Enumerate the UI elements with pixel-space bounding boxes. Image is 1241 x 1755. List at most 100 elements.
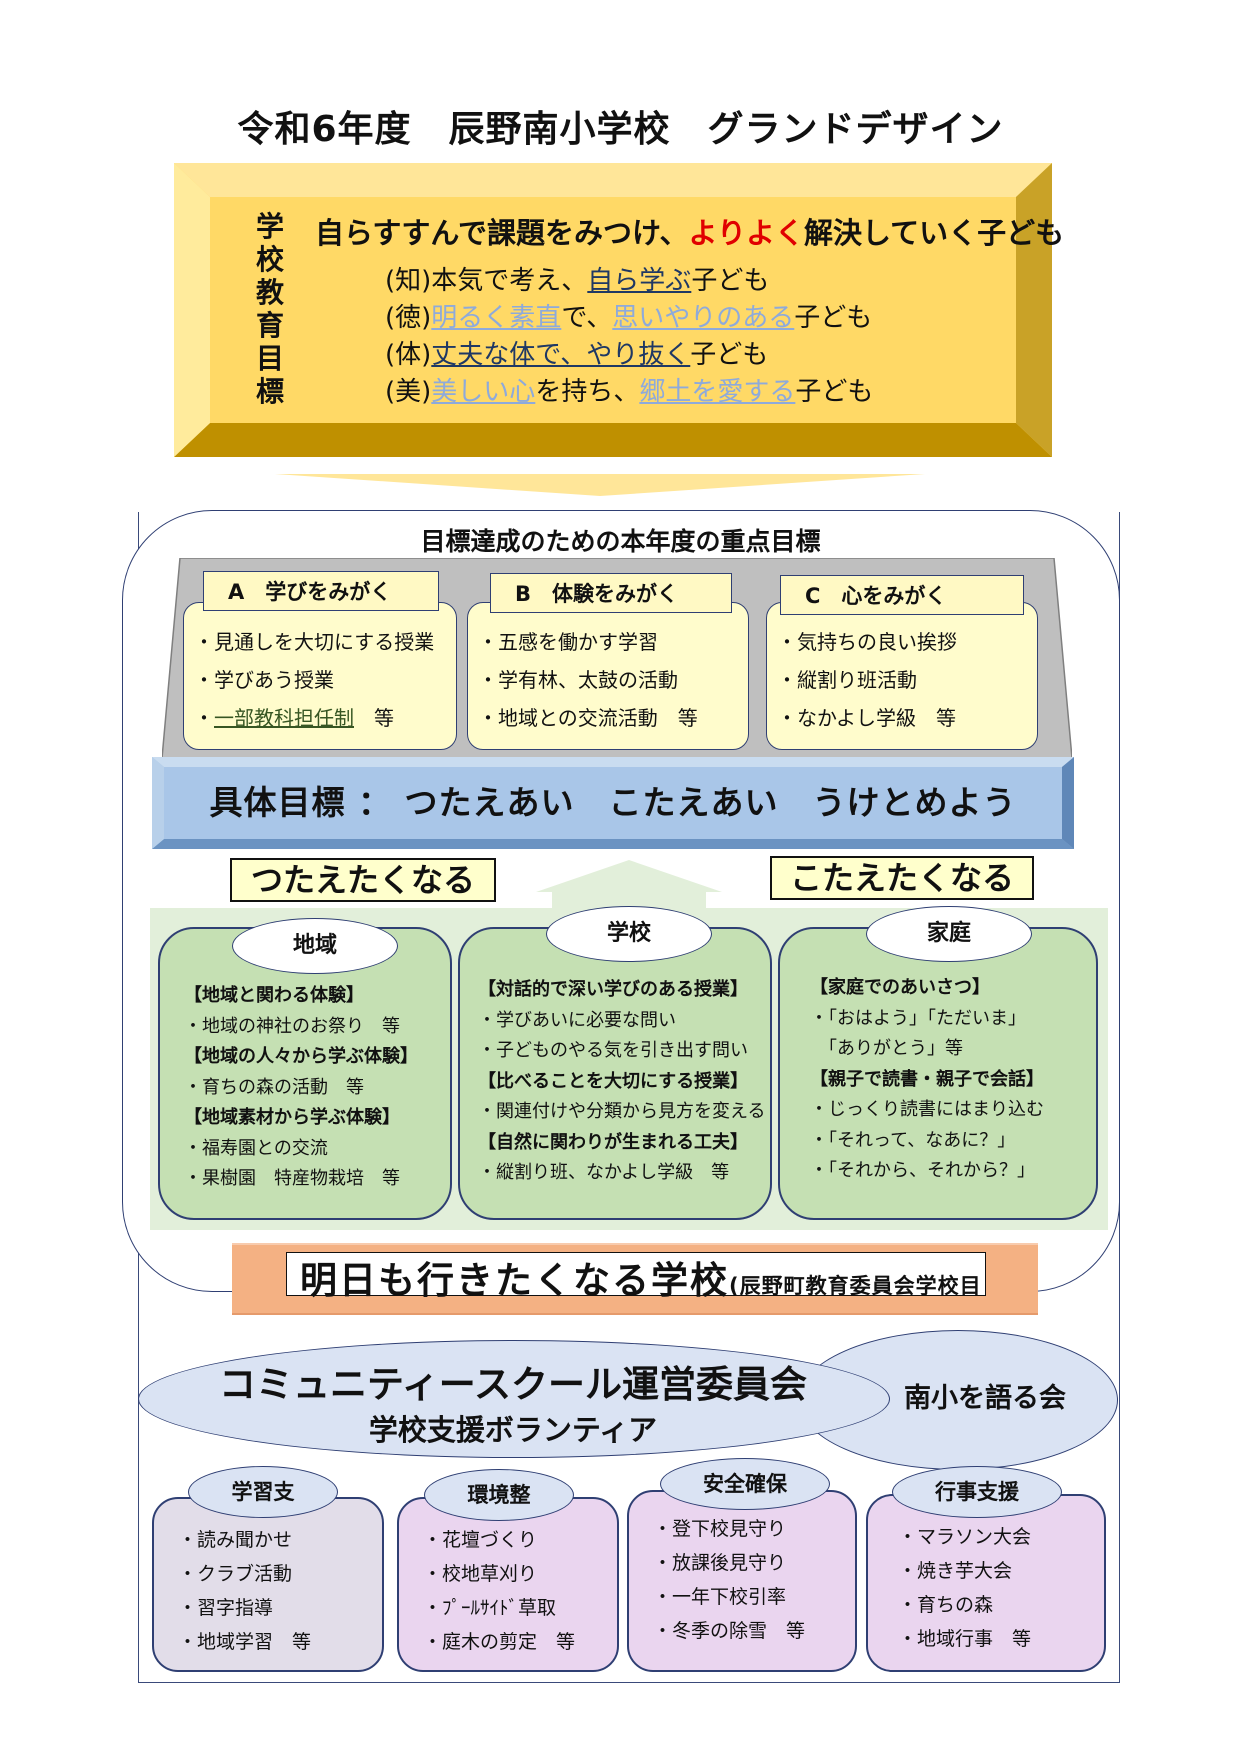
tag-kotaetaku: こたえたくなる	[770, 856, 1034, 900]
category-item: ・地域との交流活動 等	[478, 706, 698, 730]
category-item: ・一部教科担任制 等	[194, 706, 394, 730]
label-char: 校	[255, 243, 284, 276]
category-c-box: ・気持ちの良い挨拶 ・縦割り班活動 ・なかよし学級 等	[766, 602, 1038, 750]
support-item: ・放課後見守り	[653, 1552, 787, 1574]
area-heading: 【自然に関わりが生まれる工夫】	[478, 1131, 748, 1153]
community-school-oval	[138, 1340, 890, 1458]
sub-goal-suffix: 子ども	[795, 377, 874, 407]
kataru-kai-label: 南小を語る会	[904, 1383, 1066, 1414]
category-a-title: A 学びをみがく	[203, 571, 439, 611]
school-goal-frame	[174, 163, 1052, 457]
area-home-box: 【家庭でのあいさつ】 ・「おはよう」「ただいま」 「ありがとう」等 【親子で読書…	[778, 927, 1098, 1220]
school-goal-label: 学 校 教 育 目 標	[250, 210, 290, 408]
area-item: ・子どものやる気を引き出す問い	[478, 1040, 748, 1061]
sub-goal-keyword: 自ら学ぶ	[587, 266, 692, 296]
main-goal-red: よりよく	[688, 216, 804, 250]
support-safety-label: 安全確保	[660, 1458, 830, 1510]
community-school-title: コミュニティースクール運営委員会	[219, 1363, 807, 1406]
volunteer-subtitle: 学校支援ボランティア	[368, 1413, 658, 1447]
category-item: ・学びあう授業	[194, 668, 334, 692]
sub-goal-toku: (徳)明るく素直で、思いやりのある子ども	[385, 297, 872, 334]
support-item: ・クラブ活動	[178, 1563, 293, 1585]
sub-goal-prefix: (徳)	[385, 303, 432, 333]
page-title: 令和6年度 辰野南小学校 グランドデザイン	[237, 109, 1004, 150]
area-heading: 【親子で読書・親子で会話】	[810, 1068, 1044, 1090]
category-a-box: ・見通しを大切にする授業 ・学びあう授業 ・一部教科担任制 等	[183, 602, 457, 750]
support-events-label: 行事支援	[892, 1466, 1062, 1518]
category-b-box: ・五感を働かす学習 ・学有林、太鼓の活動 ・地域との交流活動 等	[467, 602, 749, 750]
label-char: 学	[255, 210, 284, 243]
support-item: ・庭木の剪定 等	[423, 1631, 576, 1653]
area-school-label: 学校	[546, 906, 712, 962]
area-item: 「ありがとう」等	[810, 1038, 963, 1059]
sub-goal-tai: (体)丈夫な体で、やり抜く子ども	[385, 334, 768, 371]
sub-goal-keyword: 美しい心	[431, 377, 536, 407]
sub-goal-suffix: 子ども	[794, 303, 873, 333]
support-item: ・マラソン大会	[898, 1526, 1032, 1548]
area-item: ・じっくり読書にはまり込む	[810, 1099, 1044, 1120]
area-item: ・福寿園との交流	[184, 1137, 328, 1159]
area-heading: 【対話的で深い学びのある授業】	[478, 979, 748, 1000]
support-item: ・校地草刈り	[423, 1563, 538, 1585]
support-item: ・冬季の除雪 等	[653, 1620, 806, 1642]
main-goal: 自らすすんで課題をみつけ、よりよく解決していく子ども	[315, 210, 1064, 252]
support-item: ・ﾌﾟｰﾙｻｲﾄﾞ草取	[423, 1597, 557, 1619]
tomorrow-main: 明日も行きたくなる学校	[300, 1259, 729, 1302]
area-community-box: 【地域と関わる体験】 ・地域の神社のお祭り 等 【地域の人々から学ぶ体験】 ・育…	[158, 927, 452, 1220]
area-item: ・育ちの森の活動 等	[184, 1076, 364, 1098]
area-heading: 【地域素材から学ぶ体験】	[184, 1107, 400, 1128]
up-arrow-icon	[536, 860, 722, 908]
sub-goal-keyword: 明るく素直	[431, 303, 562, 333]
main-goal-pre: 自らすすんで課題をみつけ、	[315, 216, 689, 250]
main-goal-post: 解決していく子ども	[803, 216, 1065, 250]
category-b-title: B 体験をみがく	[490, 573, 732, 613]
support-environment-box: ・花壇づくり ・校地草刈り ・ﾌﾟｰﾙｻｲﾄﾞ草取 ・庭木の剪定 等	[397, 1497, 619, 1672]
label-char: 標	[255, 375, 284, 408]
concrete-goal: 具体目標 ： つたえあい こたえあい うけとめよう	[209, 783, 1017, 822]
area-heading: 【地域の人々から学ぶ体験】	[184, 1046, 418, 1067]
concrete-goal-bar	[152, 757, 1074, 849]
support-item: ・登下校見守り	[653, 1518, 787, 1540]
category-item-underlined: 一部教科担任制	[214, 706, 354, 730]
category-item: ・縦割り班活動	[777, 668, 917, 692]
sub-goal-bi: (美)美しい心を持ち、郷土を愛する子ども	[385, 371, 873, 408]
area-item: ・地域の神社のお祭り 等	[184, 1015, 400, 1037]
sub-goal-mid: を持ち、	[535, 377, 640, 407]
area-school-box: 【対話的で深い学びのある授業】 ・学びあいに必要な問い ・子どものやる気を引き出…	[458, 927, 772, 1220]
label-char: 目	[255, 342, 284, 375]
sub-goal-prefix: (美)	[385, 377, 432, 407]
area-heading: 【比べることを大切にする授業】	[478, 1070, 749, 1092]
category-item-tail: 等	[354, 706, 394, 730]
category-item: ・見通しを大切にする授業	[194, 630, 435, 654]
tag-tsutaetaku: つたえたくなる	[230, 858, 496, 902]
area-heading: 【家庭でのあいさつ】	[810, 977, 990, 998]
label-char: 育	[255, 309, 284, 342]
support-item: ・読み聞かせ	[178, 1529, 293, 1551]
support-item: ・花壇づくり	[423, 1529, 538, 1551]
sub-goal-suffix: 子ども	[690, 340, 769, 370]
area-heading: 【地域と関わる体験】	[184, 985, 364, 1006]
support-item: ・一年下校引率	[653, 1586, 787, 1608]
category-item: ・五感を働かす学習	[478, 630, 658, 654]
area-item: ・関連付けや分類から見方を変える	[478, 1101, 766, 1122]
support-item: ・焼き芋大会	[898, 1560, 1013, 1582]
tomorrow-text: 明日も行きたくなる学校(辰野町教育委員会学校目	[300, 1250, 982, 1304]
down-arrow-icon	[275, 474, 925, 496]
area-item: ・「おはよう」「ただいま」	[810, 1007, 1026, 1029]
sub-goal-suffix: 子ども	[691, 266, 770, 296]
category-item: ・なかよし学級 等	[777, 706, 956, 730]
support-environment-label: 環境整	[424, 1469, 574, 1521]
area-item: ・「それから、それから？」	[810, 1160, 1035, 1181]
support-item: ・地域学習 等	[178, 1631, 312, 1653]
sub-goal-mid: で、	[561, 303, 613, 333]
area-item: ・果樹園 特産物栽培 等	[184, 1168, 400, 1189]
area-item: ・縦割り班、なかよし学級 等	[478, 1162, 730, 1183]
category-c-title: C 心をみがく	[780, 575, 1024, 615]
sub-goal-keyword: 丈夫な体で、やり抜く	[431, 340, 691, 370]
support-safety-box: ・登下校見守り ・放課後見守り ・一年下校引率 ・冬季の除雪 等	[627, 1490, 857, 1672]
tomorrow-banner-inner	[286, 1252, 986, 1296]
area-home-label: 家庭	[866, 906, 1032, 962]
support-item: ・育ちの森	[898, 1594, 994, 1616]
sub-goal-prefix: (体)	[385, 340, 432, 370]
sub-goal-chi: (知)本気で考え、自ら学ぶ子ども	[385, 260, 769, 297]
